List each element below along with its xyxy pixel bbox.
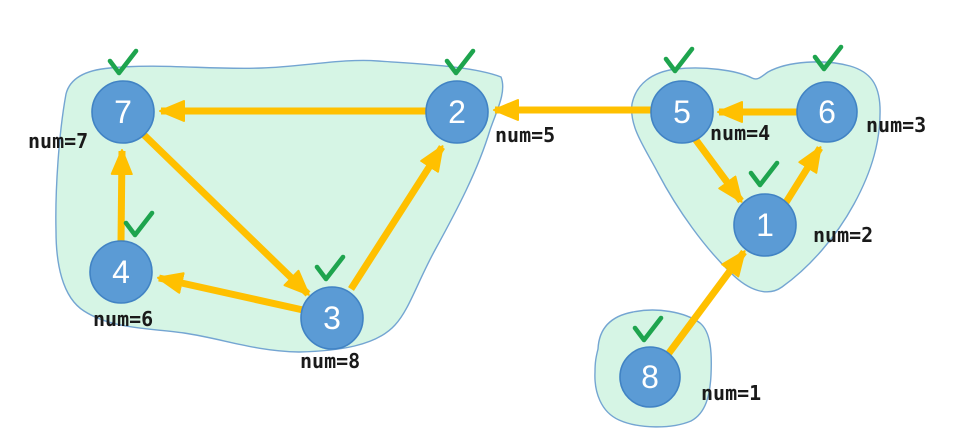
num-label-node-2: num=5 (495, 123, 555, 147)
num-label-node-8: num=1 (701, 381, 761, 405)
node-1-circle (733, 193, 797, 257)
num-label-node-1: num=2 (813, 223, 873, 247)
check-icon-node-6 (812, 44, 844, 72)
node-6-label: 6 (818, 94, 836, 130)
node-2: 2 (425, 80, 489, 144)
node-6: 6 (796, 81, 858, 143)
num-label-node-3: num=8 (300, 349, 360, 373)
num-label-node-5: num=4 (710, 121, 770, 145)
nodes-layer: 7 2 4 3 5 6 1 8 (89, 80, 858, 408)
node-7-label: 7 (114, 94, 132, 130)
num-label-node-4: num=6 (93, 307, 153, 331)
num-label-node-6: num=3 (866, 113, 926, 137)
node-4: 4 (89, 240, 153, 304)
node-6-circle (796, 81, 858, 143)
node-2-label: 2 (448, 94, 466, 130)
node-4-label: 4 (112, 254, 130, 290)
check-icon-node-5 (663, 46, 695, 74)
edge-7-3 (139, 130, 311, 297)
checks-layer (107, 44, 844, 343)
edge-5-1 (690, 133, 744, 204)
node-3-label: 3 (323, 300, 341, 336)
num-label-node-7: num=7 (28, 129, 88, 153)
edge-1-6 (782, 146, 823, 206)
node-3-circle (300, 286, 364, 350)
node-1-label: 1 (756, 207, 774, 243)
node-5-circle (650, 80, 714, 144)
node-5-label: 5 (673, 94, 691, 130)
node-8: 8 (619, 346, 681, 408)
node-7: 7 (91, 80, 155, 144)
node-3: 3 (300, 286, 364, 350)
node-8-circle (619, 346, 681, 408)
labels-layer: num=7 num=5 num=6 num=8 num=4 num=3 num=2 num=1 (28, 113, 926, 405)
node-8-label: 8 (641, 359, 659, 395)
check-icon-node-4 (123, 210, 155, 238)
check-icon-node-2 (444, 48, 476, 76)
check-icon-node-7 (107, 48, 139, 76)
edge-3-4 (157, 272, 304, 314)
edge-3-2 (348, 145, 445, 291)
edges-layer (110, 99, 823, 360)
node-5: 5 (650, 80, 714, 144)
check-icon-node-1 (748, 160, 780, 188)
check-icon-node-3 (314, 254, 346, 282)
node-2-circle (425, 80, 489, 144)
check-icon-node-8 (632, 315, 664, 343)
node-7-circle (91, 80, 155, 144)
node-4-circle (89, 240, 153, 304)
edge-8-1 (663, 249, 747, 360)
edge-4-7 (110, 149, 133, 243)
node-1: 1 (733, 193, 797, 257)
